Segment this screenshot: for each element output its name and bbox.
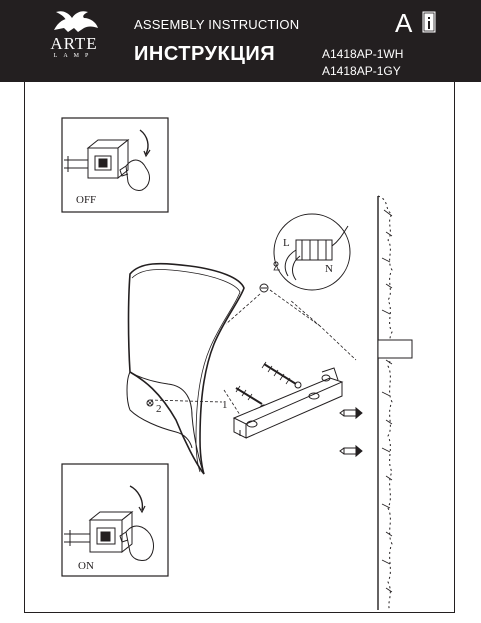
title-russian: ИНСТРУКЦИЯ xyxy=(134,43,276,65)
switch-off-label: OFF xyxy=(76,194,96,206)
model-number: A1418AP-1GY xyxy=(322,64,401,78)
wall-anchors xyxy=(339,406,363,458)
callout-2: 2 xyxy=(156,403,162,415)
doc-letter: A xyxy=(395,8,413,38)
brand-subtitle: LAMP xyxy=(53,53,95,59)
switch-on-panel: ON xyxy=(61,463,169,577)
header-bar: ARTE LAMP ASSEMBLY INSTRUCTION ИНСТРУКЦИ… xyxy=(0,0,481,82)
wire-label-l: L xyxy=(283,237,290,249)
brand-logo: ARTE LAMP xyxy=(34,6,114,78)
info-book-icon xyxy=(421,10,437,34)
wire-label-n: N xyxy=(325,263,333,275)
callouts: 2 1 xyxy=(156,399,228,415)
switch-off-panel: OFF xyxy=(61,117,169,213)
callout-1: 1 xyxy=(222,399,228,411)
model-number: A1418AP-1WH xyxy=(322,47,404,61)
griffin-icon xyxy=(54,11,98,32)
lamp-shade xyxy=(126,262,245,475)
brand-name: ARTE xyxy=(50,34,98,53)
wall-section xyxy=(377,195,413,611)
page-frame xyxy=(24,82,455,613)
switch-on-label: ON xyxy=(78,560,94,572)
mounting-bracket xyxy=(232,367,344,439)
title-english: ASSEMBLY INSTRUCTION xyxy=(134,17,300,32)
wiring-detail: L N xyxy=(273,213,351,291)
screw-set xyxy=(235,283,302,412)
